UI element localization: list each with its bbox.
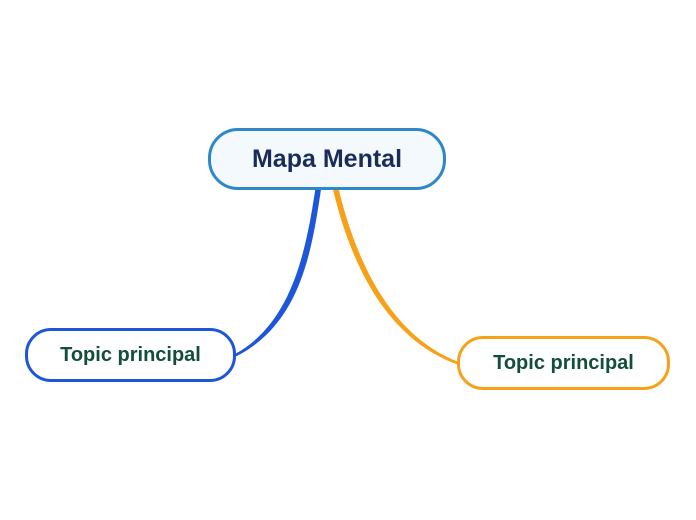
topic-node-left[interactable]: Topic principal (25, 328, 236, 382)
branch-connector-left-line (235, 190, 321, 357)
root-node-label: Mapa Mental (251, 144, 403, 173)
branch-connector-right-line (333, 190, 458, 365)
topic-node-right-label: Topic principal (493, 351, 634, 374)
root-node[interactable]: Mapa Mental (208, 128, 446, 190)
topic-node-left-label: Topic principal (60, 343, 201, 366)
topic-node-right[interactable]: Topic principal (457, 336, 670, 390)
